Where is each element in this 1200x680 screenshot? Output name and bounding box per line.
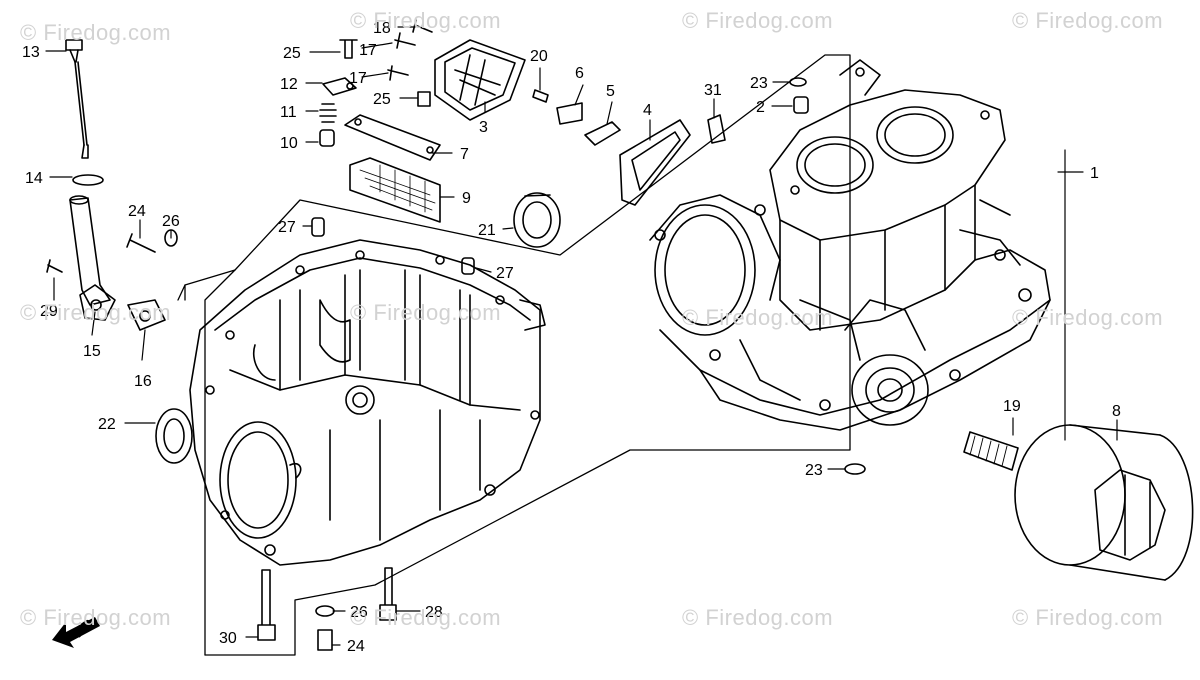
plate-5 [584,121,621,146]
callout-15: 15 [83,343,101,360]
watermark-10: © Firedog.com [350,605,502,630]
watermark-8: © Firedog.com [1012,305,1164,330]
callout-24a: 24 [128,203,146,220]
callout-12: 12 [280,76,298,93]
oil-seal-21 [513,192,561,248]
stud-19 [963,431,1019,471]
watermark-2: © Firedog.com [350,8,502,33]
callout-31: 31 [704,82,722,99]
callout-18: 18 [373,20,391,37]
watermark-6: © Firedog.com [350,300,502,325]
callout-16: 16 [134,373,152,390]
callout-8: 8 [1112,403,1121,420]
bolt-30 [257,569,276,641]
callout-1: 1 [1090,165,1099,182]
watermark-7: © Firedog.com [682,305,834,330]
callout-22: 22 [98,416,116,433]
callout-26b: 26 [350,604,368,621]
filler-tube [69,195,116,321]
watermark-1: © Firedog.com [20,20,172,45]
callout-17b: 17 [349,70,367,87]
callout-23a: 23 [750,75,768,92]
callout-29: 29 [40,303,58,320]
callout-26a: 26 [162,213,180,230]
leader-lines [45,26,1118,646]
watermark-9: © Firedog.com [20,605,172,630]
oil-seal-22 [155,408,193,464]
callout-28: 28 [425,604,443,621]
crankcase-half [189,239,546,566]
cylinder-block [649,59,1051,431]
callout-4: 4 [643,102,652,119]
watermark-4: © Firedog.com [1012,8,1164,33]
callout-20: 20 [530,48,548,65]
callout-21: 21 [478,222,496,239]
callout-5: 5 [606,83,615,100]
watermark-5: © Firedog.com [20,300,172,325]
breather-cover [434,39,526,121]
part-31 [707,114,726,144]
callout-2: 2 [756,99,765,116]
plate-6 [556,102,583,125]
callout-25a: 25 [283,45,301,62]
watermark-11: © Firedog.com [682,605,834,630]
callout-30: 30 [219,630,237,647]
callout-10: 10 [280,135,298,152]
callout-7: 7 [460,146,469,163]
callout-24b: 24 [347,638,365,655]
callout-3: 3 [479,119,488,136]
boundary-lines [177,54,851,656]
callout-23b: 23 [805,462,823,479]
breather-plate [344,114,441,161]
watermark-12: © Firedog.com [1012,605,1164,630]
gasket-4 [619,119,691,206]
callout-labels: 1 2 3 4 5 6 7 8 9 10 11 12 13 14 15 16 1… [22,20,1121,655]
callout-27a: 27 [278,219,296,236]
callout-6: 6 [575,65,584,82]
watermark-3: © Firedog.com [682,8,834,33]
bolt-28 [379,567,397,621]
oil-filter [1014,424,1194,581]
breather-mesh [349,157,441,223]
front-arrow-icon [52,617,100,648]
callout-14: 14 [25,170,43,187]
callout-25b: 25 [373,91,391,108]
callout-9: 9 [462,190,471,207]
callout-17a: 17 [359,42,377,59]
dipstick [65,39,89,159]
callout-13: 13 [22,44,40,61]
callout-27b: 27 [496,265,514,282]
callout-11: 11 [280,104,297,121]
callout-19: 19 [1003,398,1021,415]
